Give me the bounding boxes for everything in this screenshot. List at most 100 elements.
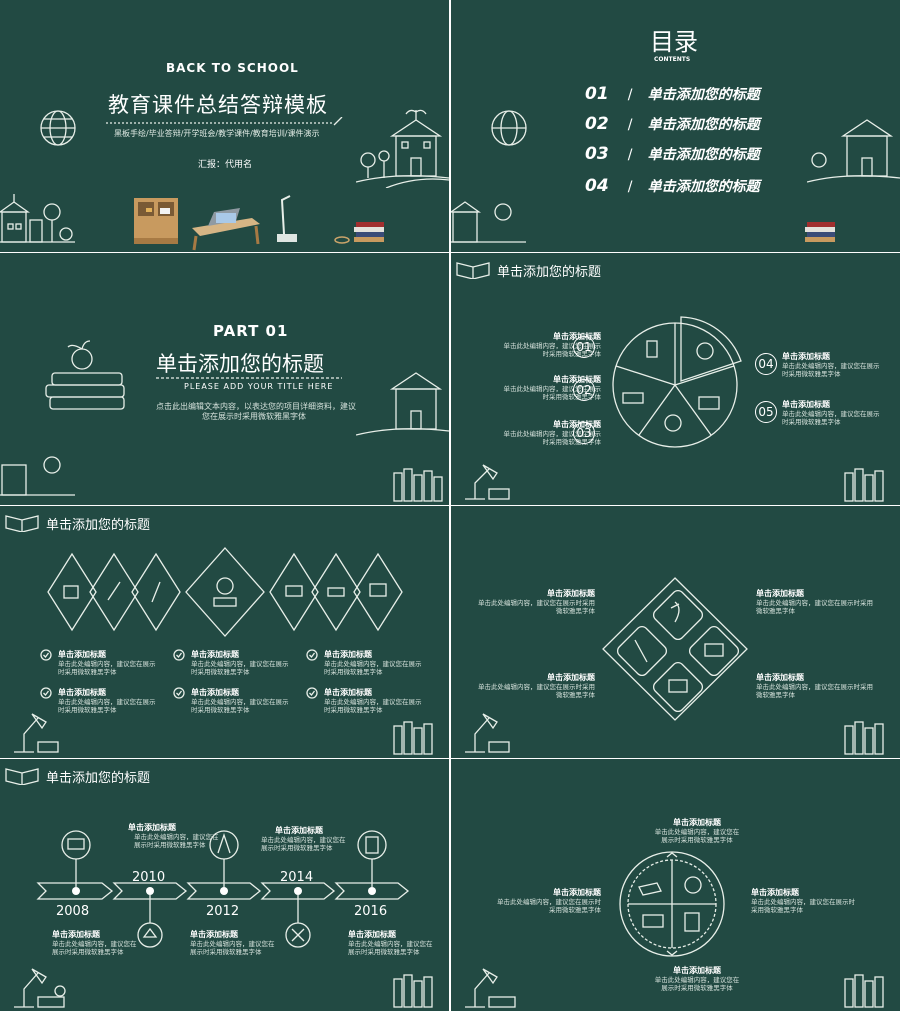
slide-quad[interactable]: 单击添加标题 单击此处编辑内容，建议您在展示时采用 微软雅黑字体 单击添加标题 … — [451, 506, 900, 758]
item-desc: 展示时采用微软雅黑字体 — [661, 984, 733, 992]
slide-heading: 单击添加您的标题 — [46, 771, 151, 786]
item-title: 单击添加标题 — [756, 673, 804, 682]
check-icon — [306, 687, 318, 699]
slide-pie[interactable]: 单击添加您的标题 单击添加标题 单击此处编辑内容，建议您在展示 时采用微软雅黑字… — [451, 253, 900, 505]
item-desc: 单击此处编辑内容，建议您在展示 — [503, 385, 602, 393]
toc-subtitle: CONTENTS — [654, 56, 691, 63]
quad-item[interactable]: 单击添加标题 单击此处编辑内容，建议您在展示时采用 微软雅黑字体 — [756, 672, 873, 699]
quad-item[interactable]: 单击添加标题 单击此处编辑内容，建议您在展示时采用 微软雅黑字体 — [471, 672, 595, 699]
toc-label: 单击添加您的标题 — [647, 147, 760, 163]
item-desc: 展示时采用微软雅黑字体 — [134, 841, 206, 849]
item-desc: 展示时采用微软雅黑字体 — [261, 844, 333, 852]
desk-illustration — [134, 195, 297, 251]
item-title: 单击添加标题 — [52, 930, 100, 939]
desk-lamp-icon — [465, 713, 510, 753]
quad-item[interactable]: 单击添加标题 单击此处编辑内容，建议您在展示时采用 微软雅黑字体 — [471, 588, 595, 615]
item-desc: 微软雅黑字体 — [556, 607, 595, 615]
year-label: 2012 — [206, 904, 240, 919]
check-icon — [173, 687, 185, 699]
item-desc: 采用微软雅黑字体 — [549, 906, 601, 914]
timeline-item[interactable]: 单击添加标题 单击此处编辑内容，建议您在 展示时采用微软雅黑字体 — [348, 929, 433, 956]
item-desc: 单击此处编辑内容，建议您在展示 — [191, 660, 289, 668]
item-desc: 时采用微软雅黑字体 — [782, 370, 841, 378]
item-desc: 展示时采用微软雅黑字体 — [348, 948, 420, 956]
globe-icon — [40, 110, 76, 146]
item-desc: 单击此处编辑内容，建议您在展示 — [782, 410, 880, 418]
check-icon — [40, 687, 52, 699]
item-desc: 微软雅黑字体 — [556, 691, 595, 699]
slide-toc[interactable]: 目录 CONTENTS 01 / 单击添加您的标题 02 / 单击添加您的标题 … — [451, 0, 900, 252]
school-building-icon — [807, 119, 900, 183]
quad-item[interactable]: 单击添加标题 单击此处编辑内容，建议您在展示时采用 微软雅黑字体 — [756, 588, 873, 615]
slide-part[interactable]: PART 01 单击添加您的标题 PLEASE ADD YOUR TITLE H… — [0, 253, 449, 505]
circle-item-right[interactable]: 单击添加标题 单击此处编辑内容，建议您在展示时 采用微软雅黑字体 — [751, 887, 855, 914]
timeline-item[interactable]: 单击添加标题 单击此处编辑内容，建议您在 展示时采用微软雅黑字体 — [190, 929, 275, 956]
toc-number: 04 — [585, 176, 609, 196]
slide-cover[interactable]: BACK TO SCHOOL 教育课件总结答辩模板 黑板手绘/毕业答辩/开学班会… — [0, 0, 449, 252]
num-badge: 01 — [573, 336, 595, 358]
item-desc: 单击此处编辑内容，建议您在 — [654, 976, 740, 984]
pie-item-05[interactable]: 单击添加标题 单击此处编辑内容，建议您在展示 时采用微软雅黑字体 — [782, 399, 880, 426]
item-desc: 单击此处编辑内容，建议您在展示 — [58, 698, 156, 706]
item-desc: 单击此处编辑内容，建议您在 — [190, 940, 275, 948]
slide-heading: 单击添加您的标题 — [497, 265, 602, 280]
circle-item-left[interactable]: 单击添加标题 单击此处编辑内容，建议您在展示时 采用微软雅黑字体 — [481, 887, 601, 914]
item-desc: 时采用微软雅黑字体 — [542, 438, 602, 446]
item-desc: 时采用微软雅黑字体 — [542, 393, 602, 401]
num-badge: 03 — [573, 422, 595, 444]
toc-divider: / — [627, 117, 633, 133]
item-title: 单击添加标题 — [324, 688, 372, 697]
pie-item-04[interactable]: 单击添加标题 单击此处编辑内容，建议您在展示 时采用微软雅黑字体 — [782, 351, 880, 378]
item-desc: 单击此处编辑内容，建议您在展示时采用 — [756, 683, 873, 691]
item-desc: 单击此处编辑内容，建议您在 — [134, 833, 219, 841]
toc-item[interactable]: 01 / 单击添加您的标题 — [585, 84, 760, 104]
toc-item[interactable]: 02 / 单击添加您的标题 — [585, 114, 760, 134]
item-desc: 单击此处编辑内容，建议您在展示时 — [497, 898, 601, 906]
town-doodle-icon — [0, 456, 75, 496]
item-title: 单击添加标题 — [275, 826, 323, 835]
item-title: 单击添加标题 — [756, 589, 804, 598]
slide-circle[interactable]: 单击添加标题 单击此处编辑内容，建议您在 展示时采用微软雅黑字体 单击添加标题 … — [451, 759, 900, 1011]
item-desc: 单击此处编辑内容，建议您在展示 — [191, 698, 289, 706]
toc-label: 单击添加您的标题 — [647, 117, 760, 133]
cover-kicker: BACK TO SCHOOL — [166, 61, 299, 75]
dashed-rule — [156, 377, 342, 379]
slide-diamonds[interactable]: 单击添加您的标题 单击添加标题单击此处编辑内容，建议您在展示时采用微软雅黑字体 … — [0, 506, 449, 758]
toc-divider: / — [627, 147, 633, 163]
timeline-item[interactable]: 单击添加标题 单击此处编辑内容，建议您在 展示时采用微软雅黑字体 — [52, 929, 137, 956]
num-badge: 02 — [573, 379, 595, 401]
book-stack-icon — [805, 222, 835, 242]
timeline-item[interactable]: 单击添加标题 单击此处编辑内容，建议您在 展示时采用微软雅黑字体 — [261, 825, 346, 852]
item-desc: 单击此处编辑内容，建议您在展示 — [58, 660, 156, 668]
open-book-icon — [5, 515, 39, 532]
pie-item-02[interactable]: 单击添加标题 单击此处编辑内容，建议您在展示 时采用微软雅黑字体 — [481, 374, 602, 401]
toc-item[interactable]: 04 / 单击添加您的标题 — [585, 176, 760, 196]
toc-divider: / — [627, 87, 633, 103]
item-desc: 单击此处编辑内容，建议您在 — [261, 836, 346, 844]
part-label: PART 01 — [213, 322, 289, 340]
cover-reporter: 汇报：代用名 — [198, 160, 253, 170]
town-doodle-icon — [0, 194, 75, 243]
timeline-item[interactable]: 单击添加标题 单击此处编辑内容，建议您在 展示时采用微软雅黑字体 — [128, 822, 219, 849]
item-title: 单击添加标题 — [553, 332, 601, 341]
book-stack-icon — [334, 222, 384, 244]
desk-lamp-icon — [14, 968, 66, 1008]
school-building-icon — [356, 109, 449, 188]
item-desc: 单击此处编辑内容，建议您在展示时 — [751, 898, 855, 906]
circle-item-top[interactable]: 单击添加标题 单击此处编辑内容，建议您在 展示时采用微软雅黑字体 — [637, 817, 757, 844]
item-desc: 单击此处编辑内容，建议您在 — [348, 940, 433, 948]
check-icon — [306, 649, 318, 661]
item-title: 单击添加标题 — [673, 818, 721, 827]
item-title: 单击添加标题 — [751, 888, 799, 897]
pie-item-01[interactable]: 单击添加标题 单击此处编辑内容，建议您在展示 时采用微软雅黑字体 — [481, 331, 602, 358]
circle-item-bottom[interactable]: 单击添加标题 单击此处编辑内容，建议您在 展示时采用微软雅黑字体 — [637, 965, 757, 992]
books-row-icon — [393, 721, 433, 755]
item-desc: 单击此处编辑内容，建议您在展示 — [503, 430, 602, 438]
desk-lamp-icon — [465, 464, 510, 500]
toc-item[interactable]: 03 / 单击添加您的标题 — [585, 144, 760, 164]
year-label: 2014 — [280, 870, 314, 885]
item-title: 单击添加标题 — [58, 688, 106, 697]
num-badge: 04 — [755, 353, 777, 375]
item-title: 单击添加标题 — [191, 688, 239, 697]
slide-timeline[interactable]: 单击添加您的标题 2008 2010 2012 2014 2016 单击添加标题… — [0, 759, 449, 1011]
